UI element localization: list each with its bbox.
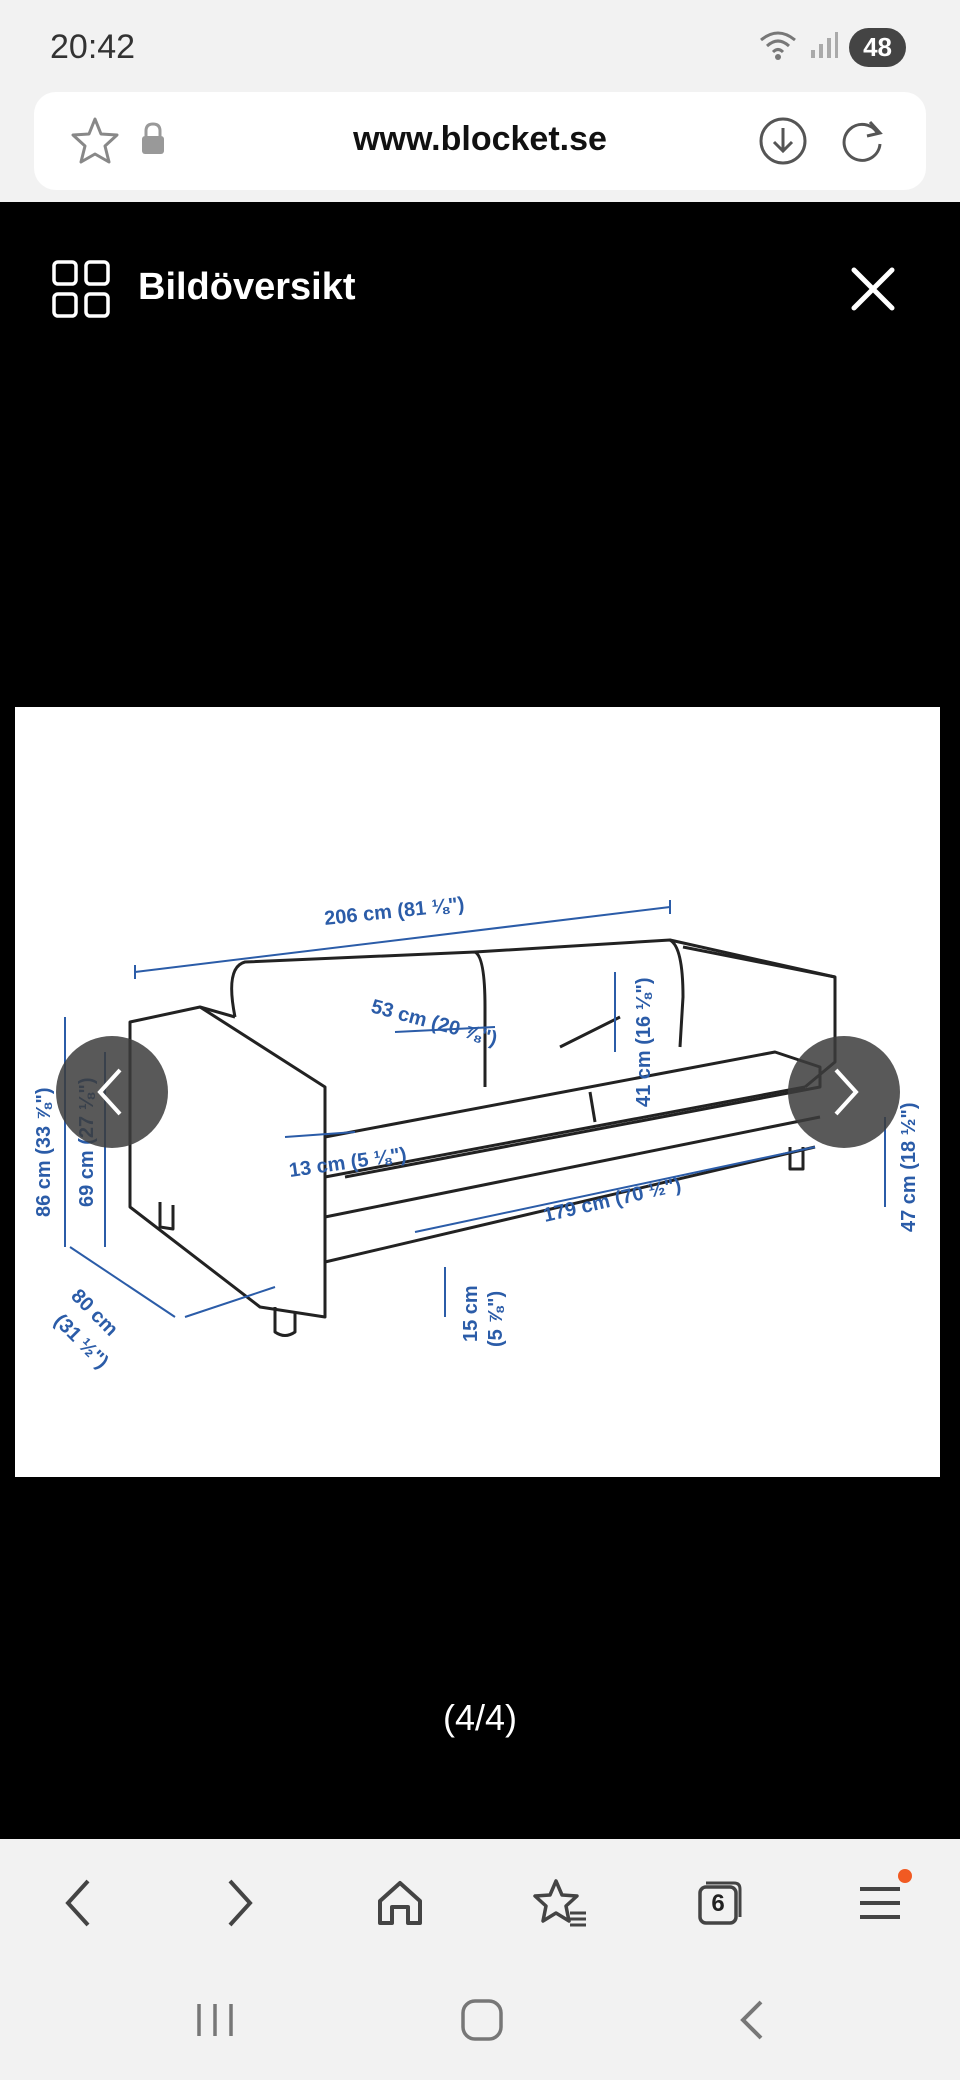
back-arrow-icon [65,1879,90,1927]
system-home-button[interactable] [452,1990,512,2050]
viewer-title[interactable]: Bildöversikt [138,266,356,308]
label-back-height: 41 cm (16 ⅛") [633,977,655,1107]
home-square-icon [461,1999,503,2041]
label-leg-height-in: (5 ⅞") [485,1291,507,1347]
home-button[interactable] [360,1863,440,1943]
address-bar[interactable]: www.blocket.se [34,92,926,190]
battery-indicator: 48 [849,28,906,67]
chevron-right-icon [834,1068,859,1116]
viewer-header: Bildöversikt [0,202,960,382]
url-text: www.blocket.se [353,120,607,158]
bookmarks-button[interactable] [520,1863,600,1943]
tabs-count: 6 [711,1890,725,1917]
notification-dot [898,1869,912,1883]
tabs-icon [698,1881,742,1925]
lock-icon [140,122,166,161]
menu-button[interactable] [840,1863,920,1943]
label-leg-height: 15 cm [460,1285,482,1342]
forward-button[interactable] [200,1863,280,1943]
label-seat-width: 179 cm (70 ½") [541,1174,683,1227]
label-seat-depth: 53 cm (20 ⅞") [369,996,500,1051]
forward-arrow-icon [228,1879,253,1927]
tabs-button[interactable]: 6 [680,1863,760,1943]
label-total-height: 86 cm (33 ⅞") [33,1087,55,1217]
reload-icon[interactable] [836,114,890,173]
next-image-button[interactable] [788,1036,900,1148]
status-time: 20:42 [50,28,136,66]
status-icons: 48 [757,28,906,67]
system-nav-bar [0,1964,960,2080]
label-width: 206 cm (81 ⅛") [323,893,465,930]
system-back-button[interactable] [722,1990,782,2050]
grid-overview-icon[interactable] [52,260,110,323]
menu-icon [860,1887,900,1919]
status-bar: 20:42 48 [0,0,960,90]
home-icon [378,1881,422,1925]
recent-apps-button[interactable] [185,1990,245,2050]
browser-bottom-nav: 6 [0,1839,960,1964]
browser-toolbar: www.blocket.se [0,90,960,202]
bookmark-list-icon [533,1879,586,1927]
download-icon[interactable] [756,114,810,173]
product-image: 206 cm (81 ⅛") 53 cm (20 ⅞") 41 cm (16 ⅛… [15,707,940,1477]
bookmark-star-icon[interactable] [68,114,122,173]
previous-image-button[interactable] [56,1036,168,1148]
label-seat-height: 47 cm (18 ½") [898,1102,920,1232]
recent-apps-icon [197,2004,233,2036]
wifi-icon [757,28,799,67]
image-counter: (4/4) [442,1697,518,1738]
chevron-left-icon [97,1068,122,1116]
close-button[interactable] [846,262,900,321]
system-back-icon [740,2000,763,2040]
back-button[interactable] [38,1863,118,1943]
signal-icon [809,30,839,65]
close-icon [851,267,895,311]
